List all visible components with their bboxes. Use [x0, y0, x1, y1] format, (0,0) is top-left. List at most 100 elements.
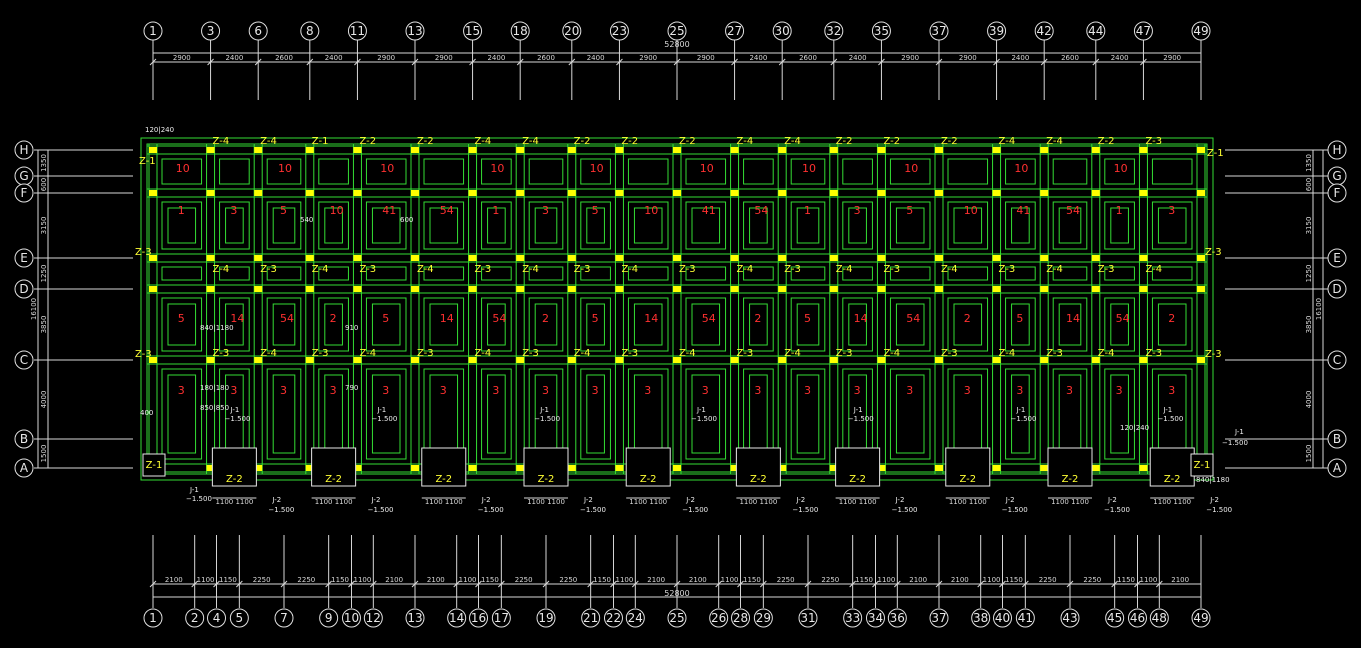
room-panel-frame [1052, 158, 1088, 185]
room-mark: 54 [280, 312, 294, 325]
column-label: Z-2 [849, 474, 866, 485]
column-label: Z-4 [999, 348, 1016, 359]
dim-tick [977, 580, 985, 588]
room-panel-frame [627, 201, 669, 250]
column-marker [411, 190, 419, 196]
dim-tick [673, 580, 681, 588]
room-mark: 3 [854, 204, 861, 217]
column-marker [305, 147, 314, 153]
room-panel-frame [481, 368, 512, 460]
column-marker [567, 465, 576, 471]
footing-name: J-2 [1005, 496, 1015, 504]
column-marker [615, 357, 624, 363]
column-label: Z-4 [417, 264, 434, 275]
column-marker [730, 147, 739, 153]
room-panel-inner [272, 374, 296, 454]
column-marker [877, 357, 886, 363]
pad-dim: 1100 1100 [1051, 498, 1089, 506]
axis-label: 19 [538, 611, 553, 625]
axis-bubble [725, 21, 745, 41]
room-panel-frame [266, 201, 302, 250]
column-marker [673, 357, 681, 363]
axis-bubble [491, 608, 511, 628]
room-panel-inner [487, 303, 506, 346]
column-marker [468, 255, 477, 261]
room-panel-frame [1104, 266, 1135, 281]
axis-label: 7 [280, 611, 288, 625]
column-marker [149, 255, 157, 261]
column-marker [516, 190, 525, 196]
axis-bubble [341, 608, 361, 628]
footing-pad [945, 447, 991, 487]
column-marker [567, 147, 576, 153]
room-panel-frame [685, 297, 727, 352]
room-panel-frame [161, 201, 203, 250]
footing-pad [311, 447, 357, 487]
column-label: Z-3 [999, 264, 1016, 275]
column-marker [206, 465, 215, 471]
room-panel-frame [266, 297, 302, 352]
room-panel-frame [481, 297, 512, 352]
bottom-span-dim: 1100 [353, 576, 371, 584]
room-mark: 10 [590, 162, 604, 175]
room-panel-inner [953, 303, 983, 346]
room-mark: 5 [178, 312, 185, 325]
room-panel-frame [161, 266, 203, 281]
axis-label: 48 [1152, 611, 1167, 625]
room-mark: 2 [754, 312, 761, 325]
column-marker [673, 255, 681, 261]
bottom-span-dim: 1100 [1139, 576, 1157, 584]
axis-bubble [731, 608, 751, 628]
column-marker [353, 255, 362, 261]
pad-dim: 1100 1100 [425, 498, 463, 506]
axis-label: 49 [1193, 611, 1208, 625]
column-marker [935, 465, 943, 471]
room-panel-frame [266, 368, 302, 460]
dim-tick [207, 58, 214, 66]
room-panel-frame [889, 368, 931, 460]
bottom-span-dim: 2100 [427, 576, 445, 584]
axis-label: 46 [1130, 611, 1145, 625]
top-span-dim: 2400 [225, 54, 243, 62]
axis-bubble [229, 608, 249, 628]
axis-bubble [798, 608, 818, 628]
axis-bubble [843, 608, 863, 628]
footing-elevation: −1.500 [1206, 506, 1232, 514]
room-panel-inner [895, 303, 925, 346]
bottom-span-dim: 1150 [481, 576, 499, 584]
row-label-left: A [20, 461, 29, 475]
axis-label: 3 [207, 24, 215, 38]
room-panel-frame [743, 266, 774, 281]
dim-tick [306, 58, 314, 66]
room-panel-frame [889, 158, 931, 185]
outer-beam-boundary-inner [146, 143, 1208, 475]
axis-label: 49 [1193, 24, 1208, 38]
column-label: Z-2 [574, 136, 591, 147]
axis-bubble [987, 21, 1007, 41]
room-panel-inner [633, 303, 663, 346]
axis-label: 27 [727, 24, 742, 38]
room-mark: 1 [1116, 204, 1123, 217]
room-mark: 5 [1016, 312, 1023, 325]
room-panel-inner [633, 207, 663, 244]
column-marker [673, 465, 681, 471]
pad-dim: 1100 1100 [215, 498, 253, 506]
room-mark: 3 [492, 384, 499, 397]
axis-label: 16 [471, 611, 486, 625]
column-marker [305, 255, 314, 261]
dimension-note: 840|1180 [200, 324, 234, 332]
column-marker [1040, 190, 1049, 196]
room-panel-inner [1058, 303, 1082, 346]
axis-bubble [1034, 21, 1054, 41]
room-panel-frame [1005, 158, 1036, 185]
column-marker [1197, 190, 1205, 196]
bottom-span-dim: 2250 [515, 576, 533, 584]
dim-tick [1140, 58, 1147, 66]
axis-label: 25 [669, 24, 684, 38]
column-label: Z-4 [260, 136, 277, 147]
dim-tick [235, 580, 243, 588]
axis-label: 25 [669, 611, 684, 625]
dim-tick [631, 580, 639, 588]
column-label: Z-4 [679, 348, 696, 359]
room-mark: 3 [280, 384, 287, 397]
